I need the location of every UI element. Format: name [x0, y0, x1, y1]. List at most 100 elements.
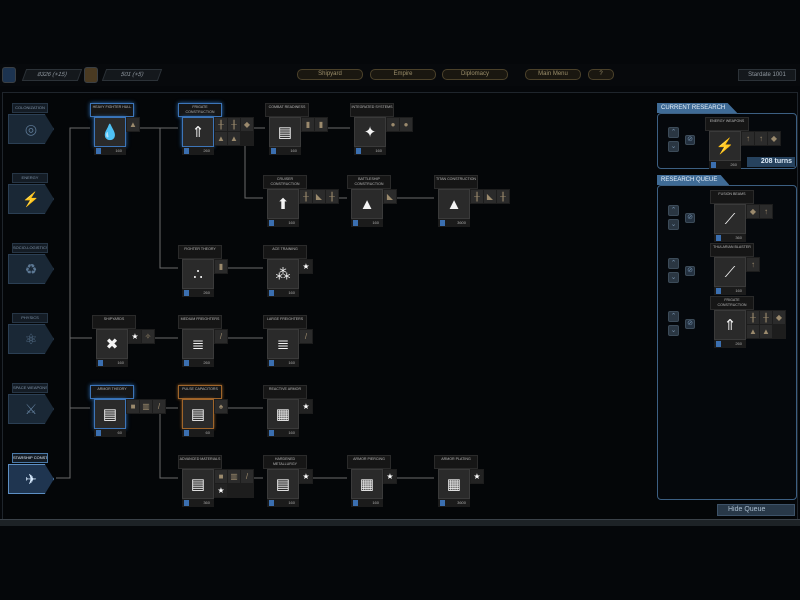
tech-node-cruiser-construction[interactable]: CRUISER CONSTRUCTION⬆160╫◣╫: [263, 175, 339, 233]
unlock-icon[interactable]: ╫: [747, 311, 759, 324]
unlock-icon[interactable]: ▮: [315, 118, 327, 131]
queue-cancel-button[interactable]: ⊘: [685, 266, 695, 276]
tech-node-shipyards[interactable]: SHIPYARDS✖160★✧: [92, 315, 155, 373]
category-physics[interactable]: PHYSICS⚛: [8, 313, 56, 373]
unlock-icon[interactable]: ◣: [484, 190, 496, 203]
unlock-icon[interactable]: ▲: [215, 132, 227, 145]
empire-button[interactable]: Empire: [370, 69, 436, 80]
tech-node-hardened-metallurgy[interactable]: HARDENED METALLURGY▤160★: [263, 455, 313, 513]
tech-cost: 3600: [438, 219, 470, 227]
main-menu-button[interactable]: Main Menu: [525, 69, 581, 80]
tech-node-pulse-capacitors[interactable]: PULSE CAPACITORS▤60♠: [178, 385, 228, 443]
queue-move-down-button[interactable]: ⌄: [668, 272, 679, 283]
tech-node-advanced-materials[interactable]: ADVANCED MATERIALS▤360■▥/★: [178, 455, 254, 513]
unlock-icon[interactable]: ▮: [302, 118, 314, 131]
tech-node-medium-freighters[interactable]: MEDIUM FREIGHTERS≣260/: [178, 315, 228, 373]
tech-node-armor-plating[interactable]: ARMOR PLATING▦3600★: [434, 455, 484, 513]
unlock-icon[interactable]: ╫: [326, 190, 338, 203]
unlock-icon[interactable]: ◣: [313, 190, 325, 203]
unlock-icon[interactable]: ●: [400, 118, 412, 131]
unlock-icon[interactable]: ▲: [760, 325, 772, 338]
star-icon[interactable]: ★: [300, 470, 312, 483]
unlock-icon[interactable]: ◣: [384, 190, 396, 203]
unlock-icon[interactable]: ↑: [760, 205, 772, 218]
unlock-icon[interactable]: ■: [215, 470, 227, 483]
tech-node-reactive-armor[interactable]: REACTIVE ARMOR▦160★: [263, 385, 313, 443]
help-button[interactable]: ?: [588, 69, 614, 80]
unlock-icon[interactable]: ╫: [215, 118, 227, 131]
queue-move-down-button[interactable]: ⌄: [668, 325, 679, 336]
diplomacy-button[interactable]: Diplomacy: [442, 69, 508, 80]
current-move-up-button[interactable]: ⌃: [668, 127, 679, 138]
star-icon[interactable]: ★: [384, 470, 396, 483]
category-label: SPACE WEAPONS: [12, 383, 48, 393]
category-space-weapons[interactable]: SPACE WEAPONS⚔: [8, 383, 56, 443]
star-icon[interactable]: ★: [471, 470, 483, 483]
tech-cost: 160: [351, 219, 383, 227]
star-icon[interactable]: ★: [300, 400, 312, 413]
category-starship-construction[interactable]: STARSHIP CONSTRUCTION✈: [8, 453, 56, 513]
unlock-icon[interactable]: ◆: [768, 132, 780, 145]
tech-node-large-freighters[interactable]: LARGE FREIGHTERS≣160/: [263, 315, 313, 373]
queue-move-up-button[interactable]: ⌃: [668, 205, 679, 216]
unlock-icon[interactable]: ▲: [228, 132, 240, 145]
tech-node-armor-theory[interactable]: ARMOR THEORY▤60■▥/: [90, 385, 166, 443]
unlock-icon[interactable]: ↑: [747, 258, 759, 271]
tech-node-frigate-construction[interactable]: FRIGATE CONSTRUCTION⇑260╫╫◆▲▲: [178, 103, 254, 161]
category-colonization[interactable]: COLONIZATION◎: [8, 103, 56, 163]
unlock-icon[interactable]: ▮: [215, 260, 227, 273]
unlock-icon[interactable]: ╫: [228, 118, 240, 131]
queue-item[interactable]: THULARIAN BLASTER⟋160↑: [710, 243, 760, 301]
unlocks: ▲: [126, 117, 140, 132]
tech-node-integrated-systems[interactable]: INTEGRATED SYSTEMS✦160●●: [350, 103, 413, 161]
unlock-icon[interactable]: ↑: [742, 132, 754, 145]
unlock-icon[interactable]: ◆: [241, 118, 253, 131]
category-energy[interactable]: ENERGY⚡: [8, 173, 56, 233]
tech-node-heavy-fighter-hull[interactable]: HEAVY FIGHTER HULL💧160▲: [90, 103, 140, 161]
queue-cancel-button[interactable]: ⊘: [685, 213, 695, 223]
tech-node-combat-readiness[interactable]: COMBAT READINESS▤160▮▮: [265, 103, 328, 161]
unlock-icon[interactable]: ╫: [760, 311, 772, 324]
unlock-icon[interactable]: ▥: [228, 470, 240, 483]
unlock-icon[interactable]: ╫: [497, 190, 509, 203]
unlock-icon[interactable]: ▲: [127, 118, 139, 131]
unlock-icon[interactable]: /: [241, 470, 253, 483]
hide-queue-button[interactable]: Hide Queue: [717, 504, 795, 516]
unlock-icon[interactable]: ✧: [142, 330, 154, 343]
tech-name: BATTLESHIP CONSTRUCTION: [347, 175, 391, 189]
unlock-icon[interactable]: ■: [127, 400, 139, 413]
tech-icon: ⚡: [709, 131, 741, 161]
queue-item[interactable]: FUSION BEAMS⟋360◆↑: [710, 190, 773, 248]
unlock-icon[interactable]: ●: [387, 118, 399, 131]
tech-node-battleship-construction[interactable]: BATTLESHIP CONSTRUCTION▲160◣: [347, 175, 397, 233]
unlock-icon[interactable]: ◆: [747, 205, 759, 218]
star-icon[interactable]: ★: [300, 260, 312, 273]
unlock-icon[interactable]: ◆: [773, 311, 785, 324]
unlock-icon[interactable]: ╫: [300, 190, 312, 203]
unlock-icon[interactable]: /: [300, 330, 312, 343]
tech-node-ace-training[interactable]: ACE TRAINING⁂160★: [263, 245, 313, 303]
tech-node-armor-piercing[interactable]: ARMOR PIERCING▦160★: [347, 455, 397, 513]
category-socio-logistics[interactable]: SOCIO-LOGISTICS♻: [8, 243, 56, 303]
unlock-icon[interactable]: ▲: [747, 325, 759, 338]
star-icon[interactable]: ★: [129, 330, 141, 343]
shipyard-button[interactable]: Shipyard: [297, 69, 363, 80]
unlock-icon[interactable]: ▥: [140, 400, 152, 413]
unlock-icon[interactable]: ♠: [215, 400, 227, 413]
unlock-icon[interactable]: /: [153, 400, 165, 413]
tech-node-titan-construction[interactable]: TITAN CONSTRUCTION▲3600╫◣╫: [434, 175, 510, 233]
queue-item[interactable]: FRIGATE CONSTRUCTION⇑260╫╫◆▲▲: [710, 296, 786, 354]
queue-cancel-button[interactable]: ⊘: [685, 319, 695, 329]
queue-move-down-button[interactable]: ⌄: [668, 219, 679, 230]
current-cancel-button[interactable]: ⊘: [685, 135, 695, 145]
queue-move-up-button[interactable]: ⌃: [668, 258, 679, 269]
current-move-down-button[interactable]: ⌄: [668, 141, 679, 152]
unlock-icon[interactable]: ╫: [471, 190, 483, 203]
unlock-icon[interactable]: /: [215, 330, 227, 343]
current-research-item[interactable]: ENERGY WEAPONS⚡260↑↑◆: [705, 117, 781, 175]
tech-icon: ⬆: [267, 189, 299, 219]
star-icon[interactable]: ★: [215, 484, 227, 497]
unlock-icon[interactable]: ↑: [755, 132, 767, 145]
queue-move-up-button[interactable]: ⌃: [668, 311, 679, 322]
tech-node-fighter-theory[interactable]: FIGHTER THEORY∴260▮: [178, 245, 228, 303]
